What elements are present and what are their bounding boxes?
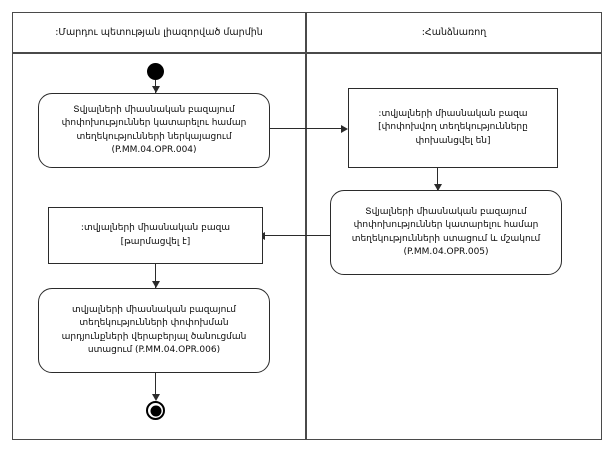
swimlane-header-right: :Հանձնառող — [307, 13, 601, 52]
swimlane-header-separator — [12, 52, 602, 54]
activity-node-2[interactable]: Տվյալների միասնական բազայում փոփոխությու… — [330, 190, 562, 275]
activity-node-2-label: Տվյալների միասնական բազայում փոփոխությու… — [351, 207, 541, 257]
edge-object2-to-activity3 — [155, 264, 157, 288]
swimlane-right-label: :Հանձնառող — [421, 26, 487, 38]
swimlane-header-left: :Մարդու պետության լիազորված մարմին — [13, 13, 305, 52]
activity-node-3-label: տվյալների միասնական բազայում տեղեկությու… — [61, 305, 247, 355]
activity-node-1[interactable]: Տվյալների միասնական բազայում փոփոխությու… — [38, 93, 270, 168]
edge-activity2-to-object2 — [264, 235, 330, 237]
activity-node-3[interactable]: տվյալների միասնական բազայում տեղեկությու… — [38, 288, 270, 373]
edge-object1-to-activity2-arrowhead — [433, 184, 442, 191]
edge-activity3-to-final-arrowhead — [151, 394, 160, 401]
object-node-1-label: :տվյալների միասնական բազա [փոփոխվող տեղե… — [378, 109, 528, 146]
edge-initial-to-activity1-arrowhead — [151, 86, 160, 93]
diagram-frame — [12, 12, 602, 440]
swimlane-left-label: :Մարդու պետության լիազորված մարմին — [55, 26, 263, 38]
edge-activity3-to-final — [155, 373, 157, 399]
object-node-1[interactable]: :տվյալների միասնական բազա [փոփոխվող տեղե… — [348, 88, 558, 168]
final-node[interactable] — [146, 401, 165, 420]
edge-object1-to-activity2 — [437, 168, 439, 190]
edge-activity1-to-object1-arrowhead — [341, 124, 348, 133]
edge-activity1-to-object1 — [270, 128, 342, 130]
initial-node[interactable] — [147, 63, 164, 80]
activity-node-1-label: Տվյալների միասնական բազայում փոփոխությու… — [61, 105, 247, 155]
edge-object2-to-activity3-arrowhead — [151, 281, 160, 288]
object-node-2-label: :տվյալների միասնական բազա [թարմացվել է] — [80, 223, 231, 247]
object-node-2[interactable]: :տվյալների միասնական բազա [թարմացվել է] — [48, 207, 263, 264]
swimlane-divider — [305, 12, 307, 440]
